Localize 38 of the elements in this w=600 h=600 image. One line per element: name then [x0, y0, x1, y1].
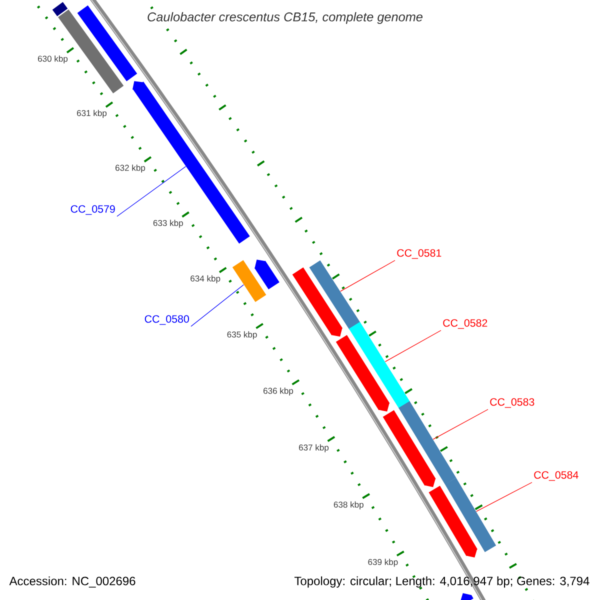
scale-label: 634 kbp [190, 275, 220, 284]
gene-bar [398, 401, 456, 484]
scale-label: 635 kbp [227, 331, 257, 340]
scale-label: 638 kbp [334, 501, 364, 510]
gene-bar [309, 260, 360, 330]
gene-bar [382, 410, 436, 488]
leader-line [476, 482, 532, 512]
gene-bar [132, 81, 250, 244]
scale-label: 632 kbp [116, 164, 146, 173]
gene-bar [232, 260, 266, 302]
leader-line [340, 260, 396, 292]
gene-label: CC_0582 [443, 319, 488, 329]
scale-label: 633 kbp [153, 220, 183, 228]
gene-bar [292, 267, 343, 337]
gene-bar [77, 5, 138, 82]
leader-line [384, 330, 442, 362]
gene-bar [254, 260, 280, 290]
gene-label: CC_0579 [70, 205, 115, 215]
scale-label: 631 kbp [77, 110, 107, 118]
gene-bar [348, 322, 410, 409]
genome-info-text: Topology: circular; Length: 4,016,947 bp; Genes: 3,794 [294, 576, 590, 588]
leader-line [432, 409, 488, 440]
gene-label: CC_0580 [144, 315, 189, 325]
leader-line [116, 166, 186, 217]
gene-label: CC_0583 [490, 398, 534, 408]
scale-label: 636 kbp [264, 388, 294, 396]
scale-label: 639 kbp [368, 558, 398, 567]
gene-bar [336, 335, 390, 412]
title: Caulobacter crescentus CB15, complete genome [144, 9, 426, 27]
gene-bar [460, 593, 474, 600]
gene-label: CC_0581 [397, 249, 442, 259]
accession-text: Accession: NC_002696 [9, 576, 136, 588]
gene-bar [428, 486, 478, 558]
gene-label: CC_0584 [534, 471, 578, 481]
scale-label: 637 kbp [299, 444, 329, 452]
scale-label: 630 kbp [38, 55, 68, 64]
gene-bar [444, 478, 496, 552]
gene-bar [52, 2, 68, 16]
